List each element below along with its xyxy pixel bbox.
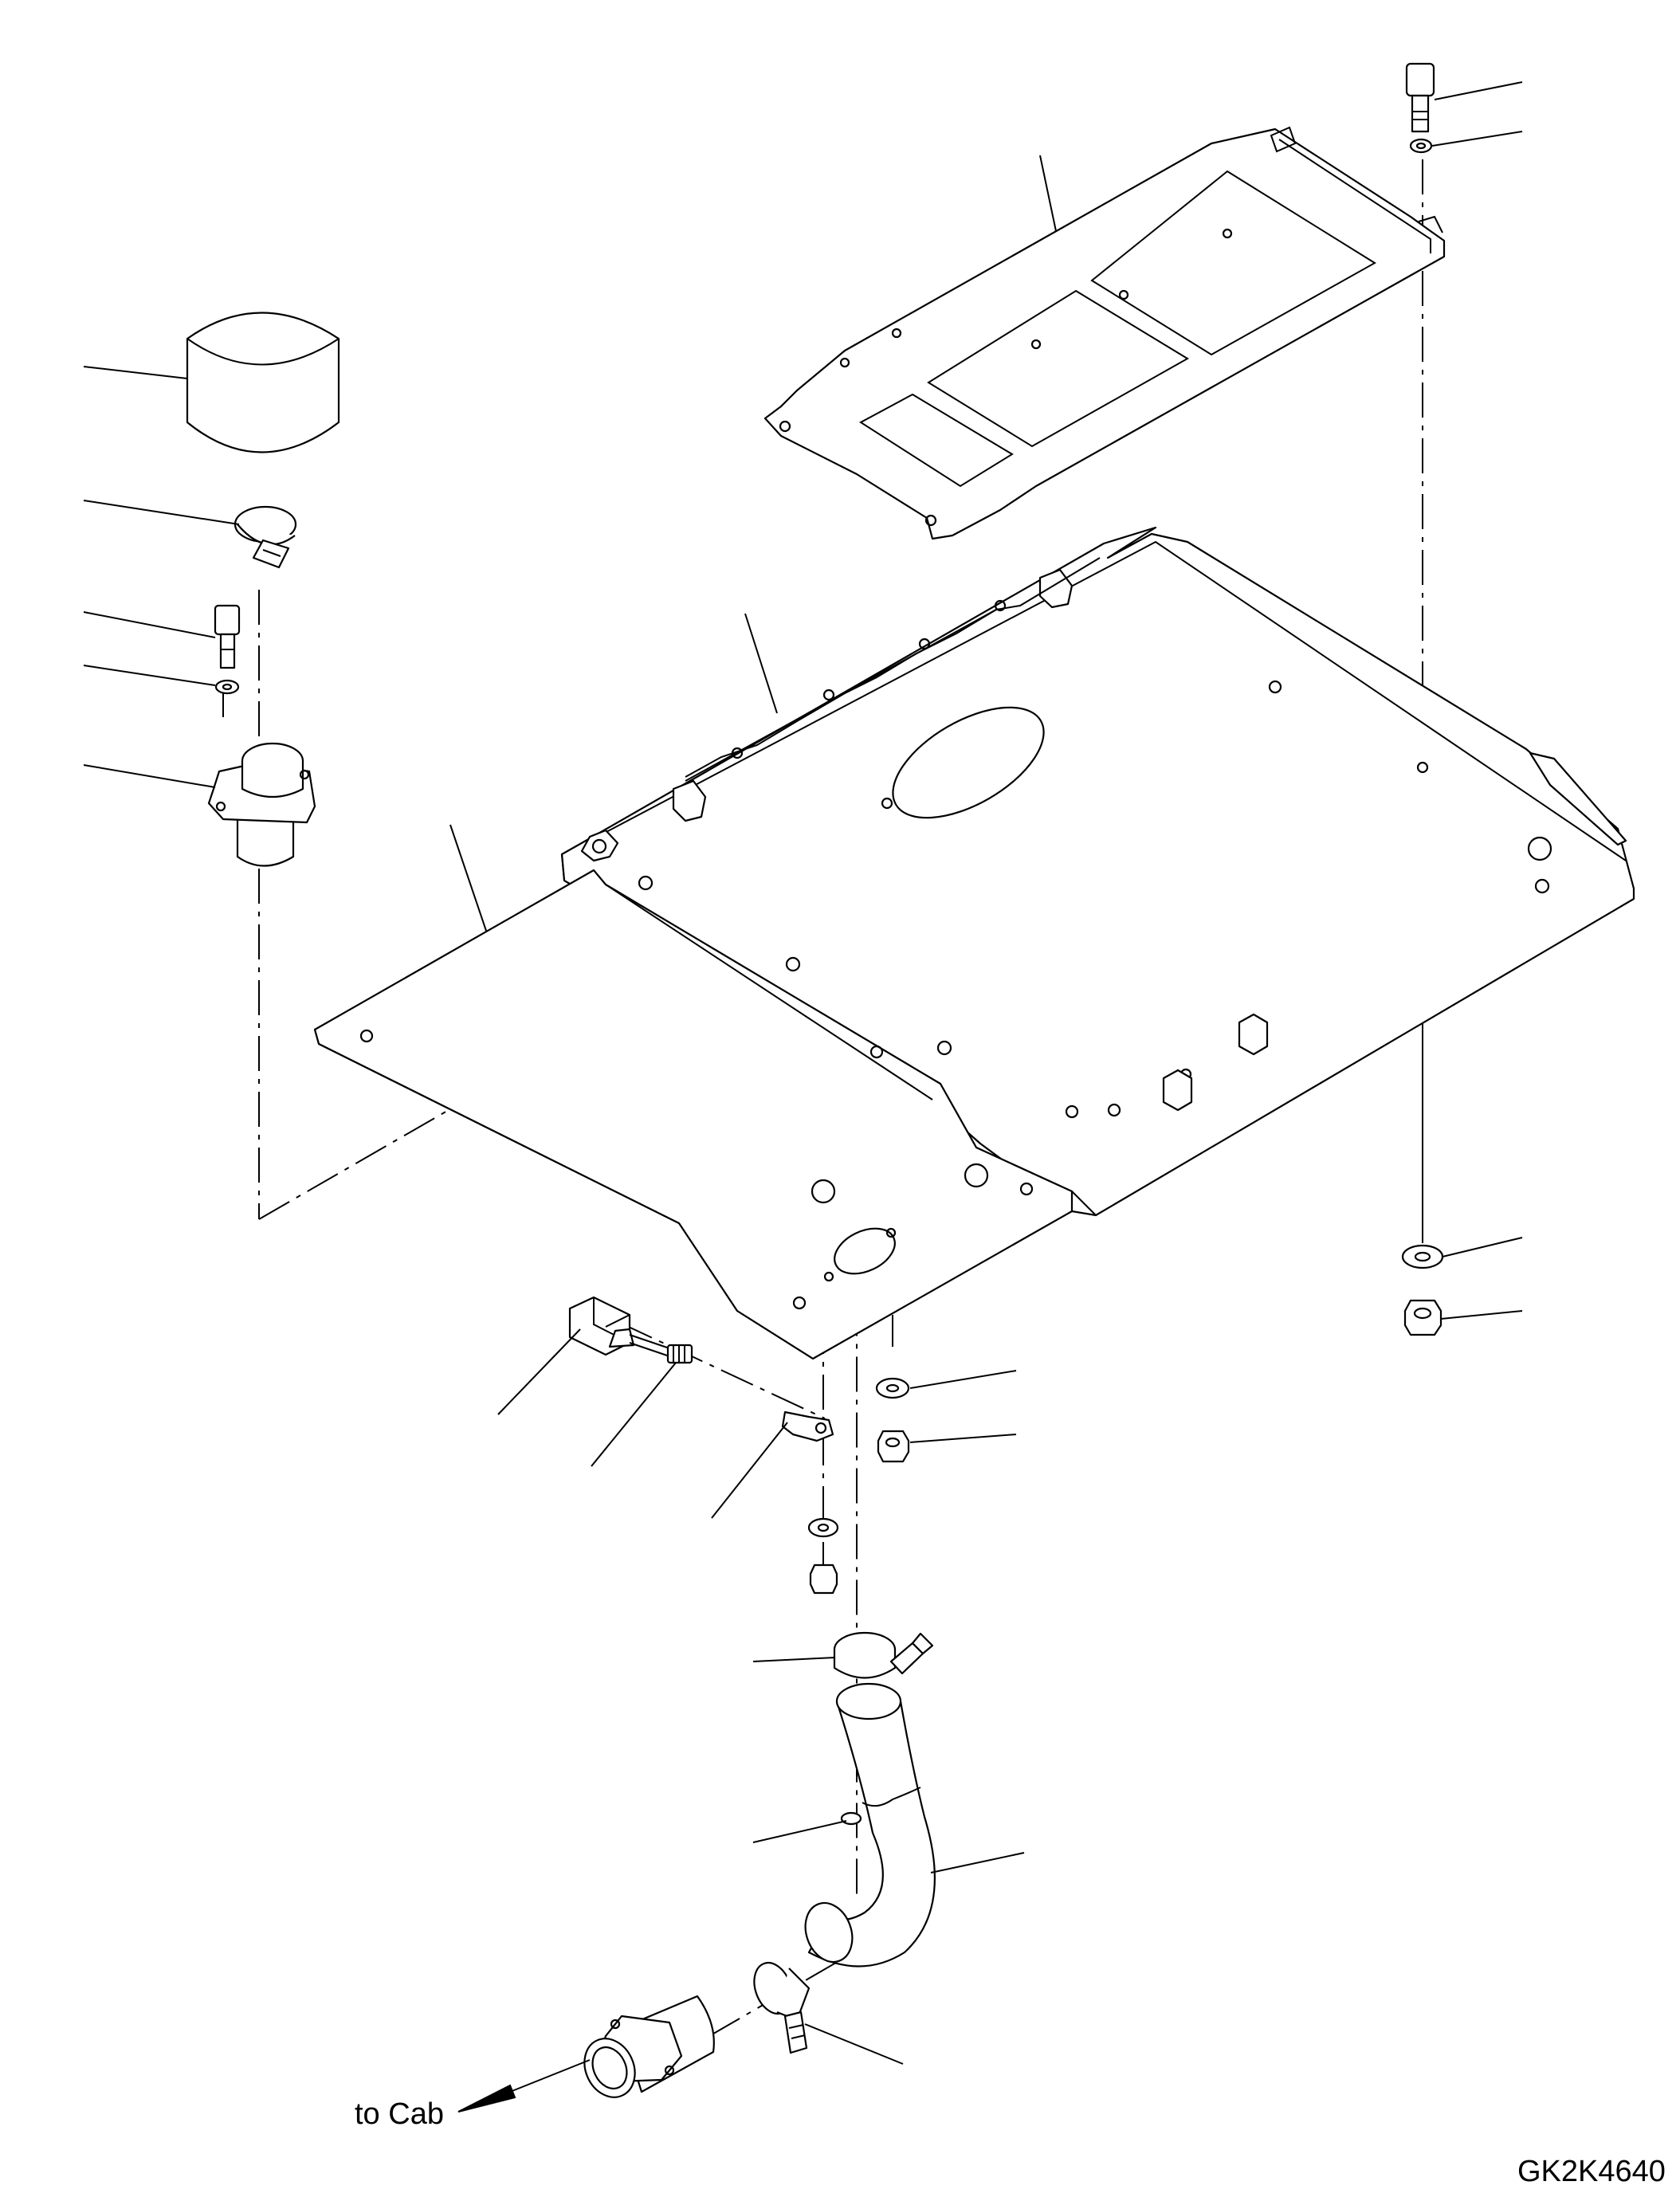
hose-clamp-bottom <box>753 1961 811 2054</box>
harness-connector <box>568 1296 670 1357</box>
to-cab-arrow <box>457 2059 591 2113</box>
front-panel <box>313 869 1074 1360</box>
ground-terminal <box>781 1410 834 1442</box>
hose-clamp-left <box>234 505 297 569</box>
washer-nut-lower <box>807 1517 839 1595</box>
heater-hose <box>804 1682 936 1968</box>
cable-grommet <box>666 1344 693 1364</box>
bolt-left <box>214 604 241 695</box>
washer-nut-right <box>1401 1244 1444 1336</box>
drawing-number: GK2K4640 <box>1517 2155 1666 2188</box>
leader-lines <box>83 81 1523 2065</box>
hose-clamp-lower <box>833 1631 934 1679</box>
mounting-frame <box>763 126 1446 540</box>
bolt-top-right <box>1405 62 1435 154</box>
washer-nut-middle <box>875 1377 910 1463</box>
to-cab-label: to Cab <box>355 2097 444 2131</box>
flange-adapter-left <box>207 742 316 867</box>
flange-adapter-bottom <box>583 1995 715 2098</box>
filter-cap <box>186 312 340 453</box>
